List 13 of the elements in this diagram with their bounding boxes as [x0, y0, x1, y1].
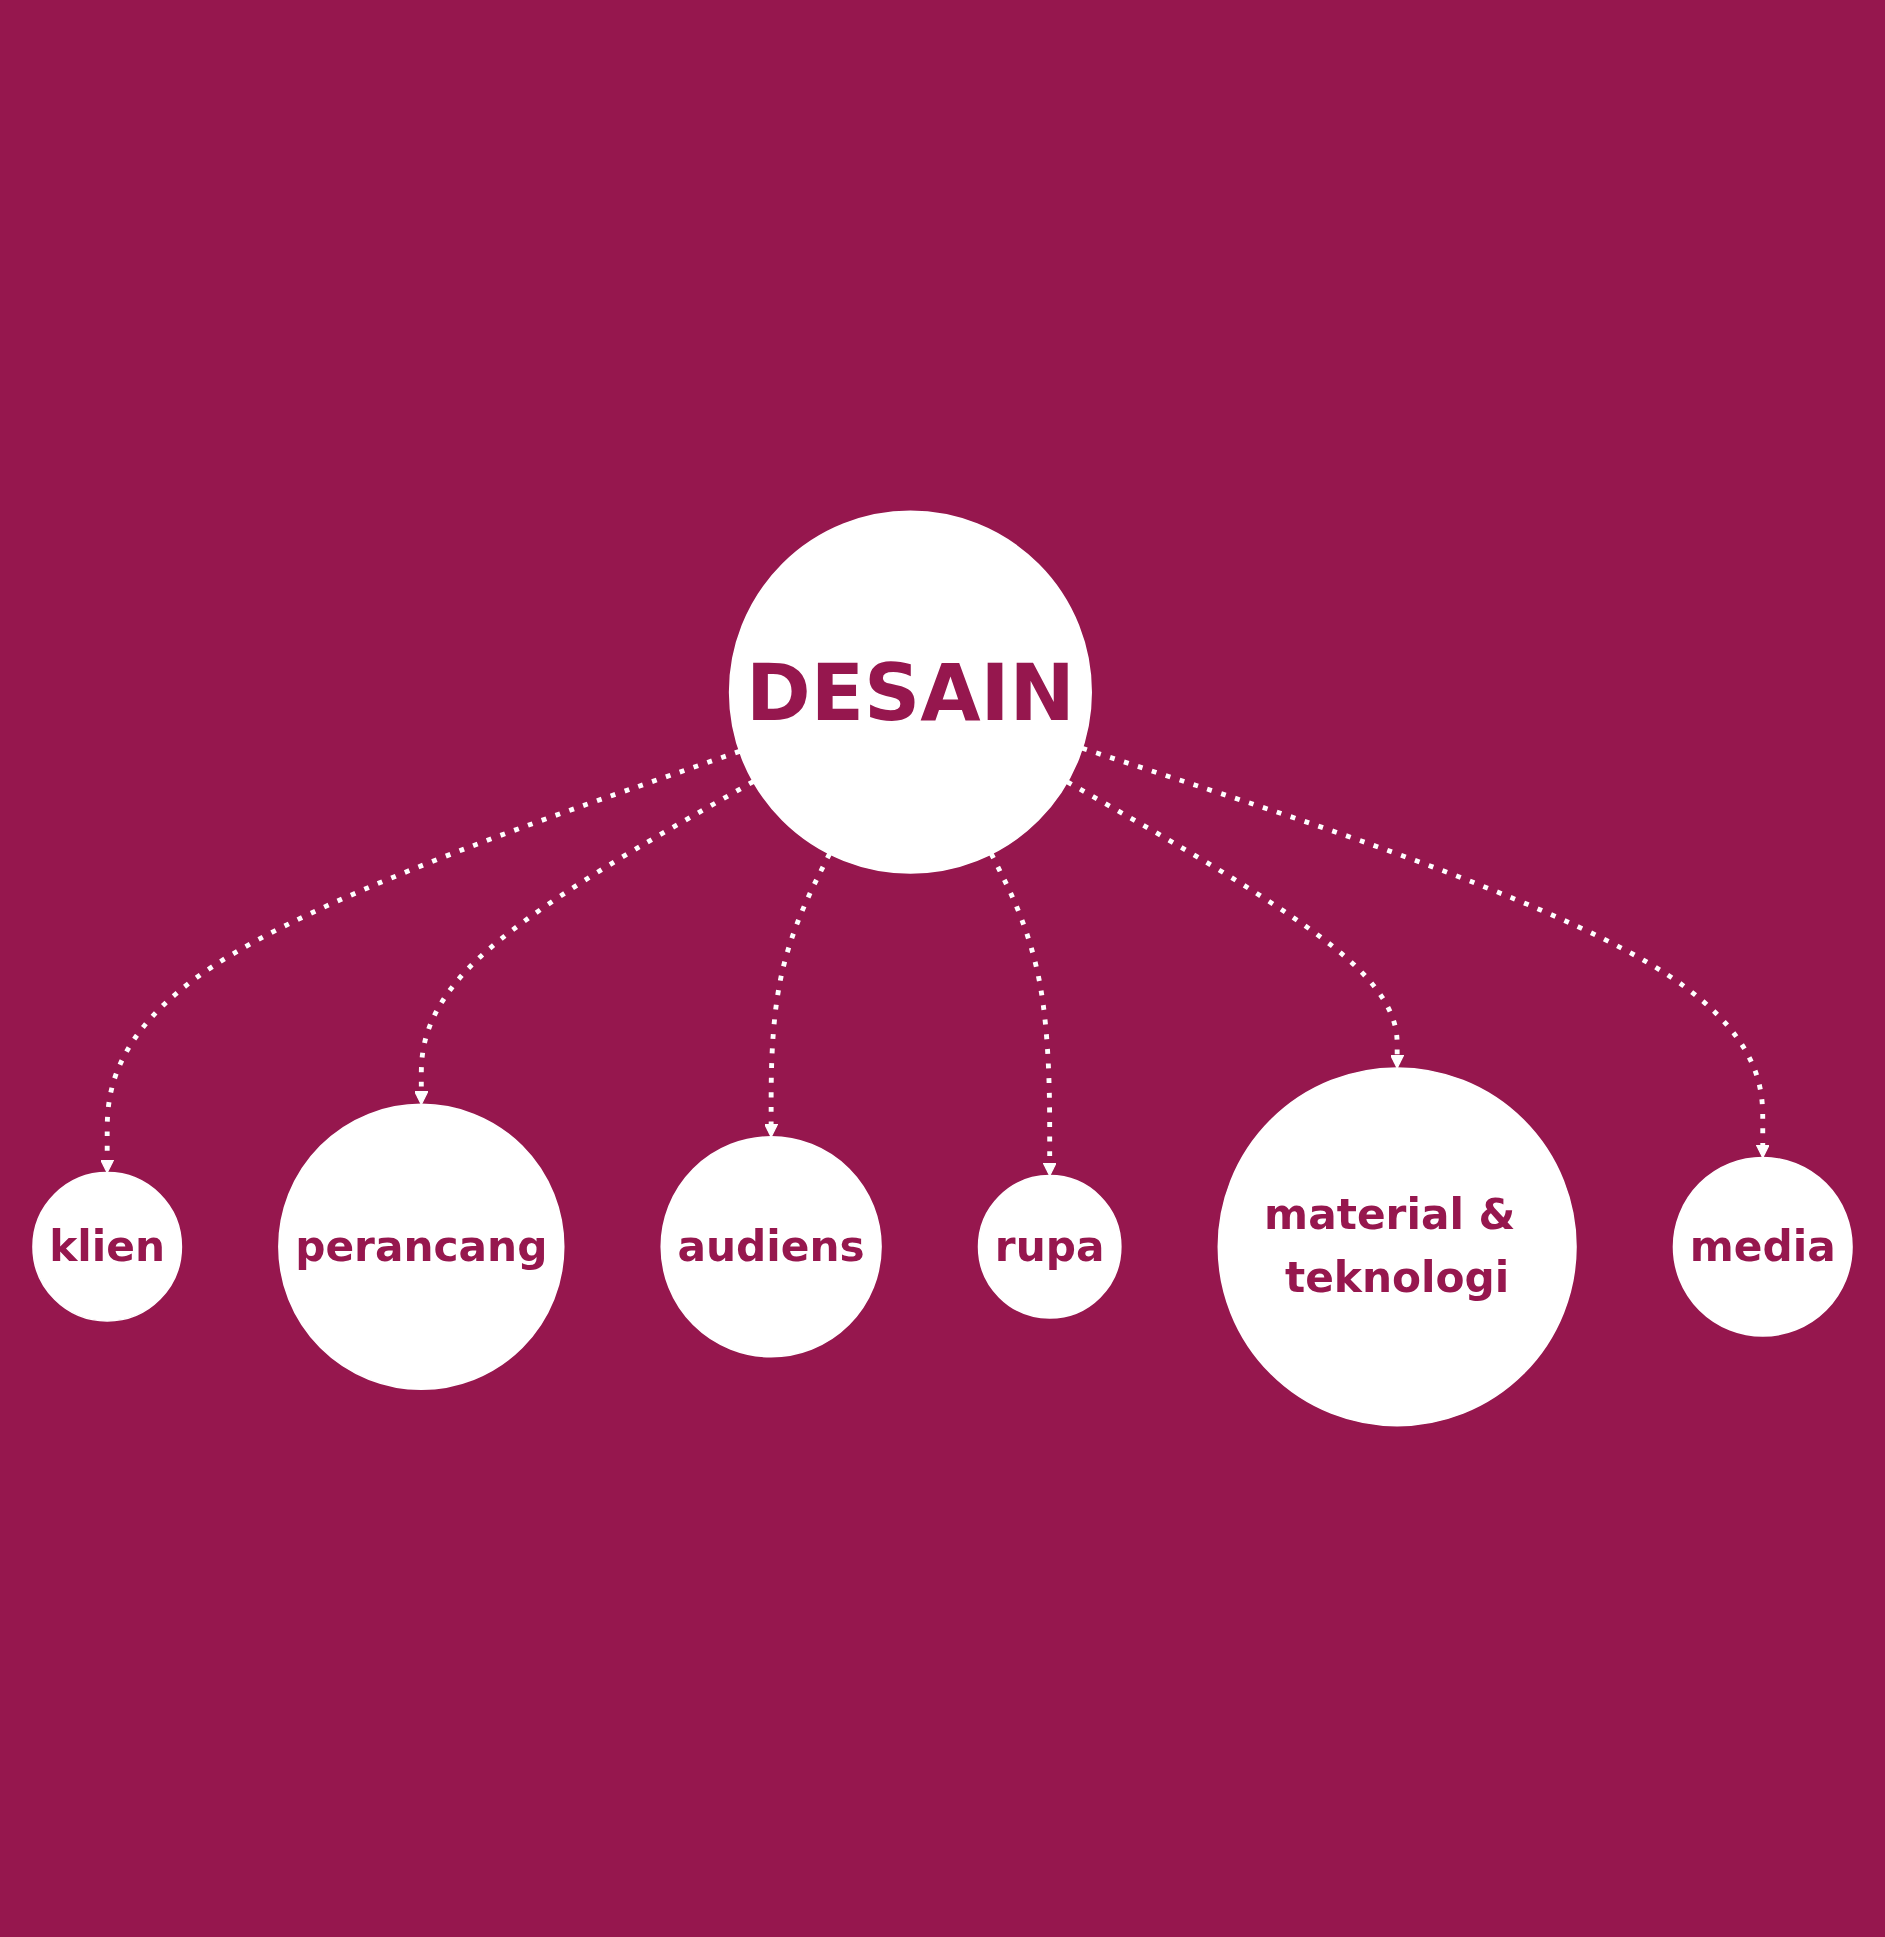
- arrow: [989, 852, 1057, 1177]
- node-circle: material & teknologi: [1217, 1067, 1577, 1427]
- arrow: [764, 852, 832, 1138]
- node-circle: media: [1672, 1156, 1853, 1337]
- arrow: [100, 749, 741, 1174]
- node-circle: rupa: [977, 1174, 1122, 1319]
- arrow: [1081, 745, 1770, 1159]
- node-circle: DESAIN: [728, 510, 1092, 874]
- node-circle: klien: [32, 1171, 183, 1322]
- node-circle: perancang: [278, 1103, 565, 1390]
- arrow: [414, 779, 755, 1106]
- arrow: [1066, 779, 1405, 1069]
- node-circle: audiens: [660, 1136, 882, 1358]
